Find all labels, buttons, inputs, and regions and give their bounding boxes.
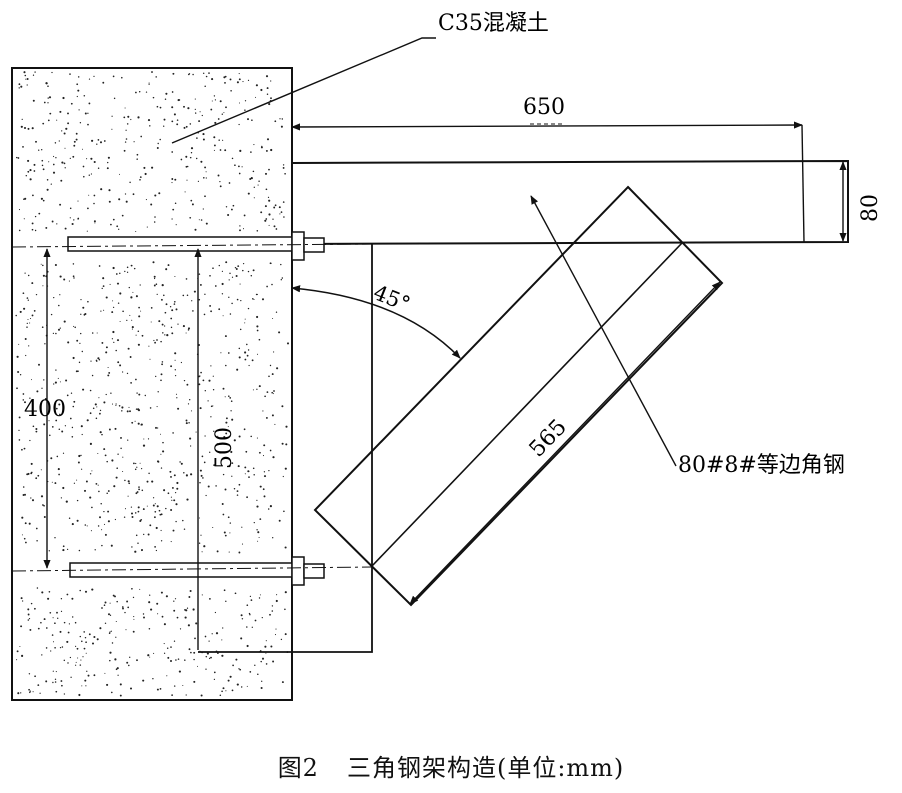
diagonal-brace: [313, 185, 724, 607]
figure-caption: 图2 三角钢架构造(单位:mm): [0, 748, 902, 783]
dimension-565: [409, 281, 721, 605]
dimension-565-label: 565: [525, 415, 572, 463]
dimension-80: [839, 161, 849, 242]
figure-title: 三角钢架构造(单位:mm): [346, 754, 625, 782]
angle-steel-label: 80#8#等边角钢: [678, 453, 845, 478]
anchor-bolt-bottom: [11, 556, 373, 586]
vertical-post: [198, 244, 373, 653]
concrete-leader-line: [171, 37, 436, 144]
anchor-bolt-top: [11, 231, 373, 261]
dimension-650: [291, 121, 805, 243]
steel-bracket-diagram: 650 80 400 500 45° 565 C35混凝土 80#8#等边角钢: [11, 11, 883, 701]
horizontal-beam: [291, 159, 849, 245]
concrete-wall: [11, 67, 293, 701]
dimension-80-label: 80: [858, 194, 883, 222]
dimension-500-label: 500: [212, 427, 237, 469]
angle-steel-leader-line: [530, 195, 677, 467]
concrete-label: C35混凝土: [438, 11, 549, 36]
figure-number: 图2: [277, 754, 319, 782]
angle-45-label: 45°: [370, 280, 414, 316]
dimension-400-label: 400: [24, 397, 66, 422]
dimension-650-label: 650: [523, 95, 565, 120]
